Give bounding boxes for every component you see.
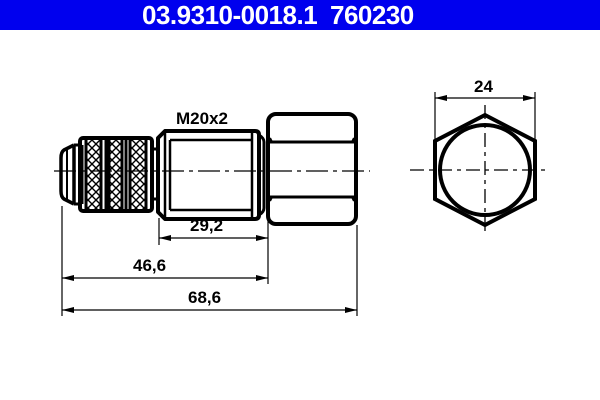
article-code: 760230 — [330, 0, 414, 30]
side-view — [54, 112, 370, 226]
dim-hex-width: 24 — [474, 77, 493, 96]
thread-label: M20x2 — [176, 109, 228, 128]
dim-thread-length: 29,2 — [190, 216, 224, 235]
dim-overall-length: 68,6 — [188, 288, 222, 307]
title-bar: 03.9310-0018.1 760230 — [0, 0, 600, 30]
part-number: 03.9310-0018.1 — [142, 0, 318, 30]
dim-length-to-hex: 46,6 — [133, 256, 167, 275]
dimension-lines — [61, 206, 358, 316]
end-view-hex — [410, 92, 548, 236]
